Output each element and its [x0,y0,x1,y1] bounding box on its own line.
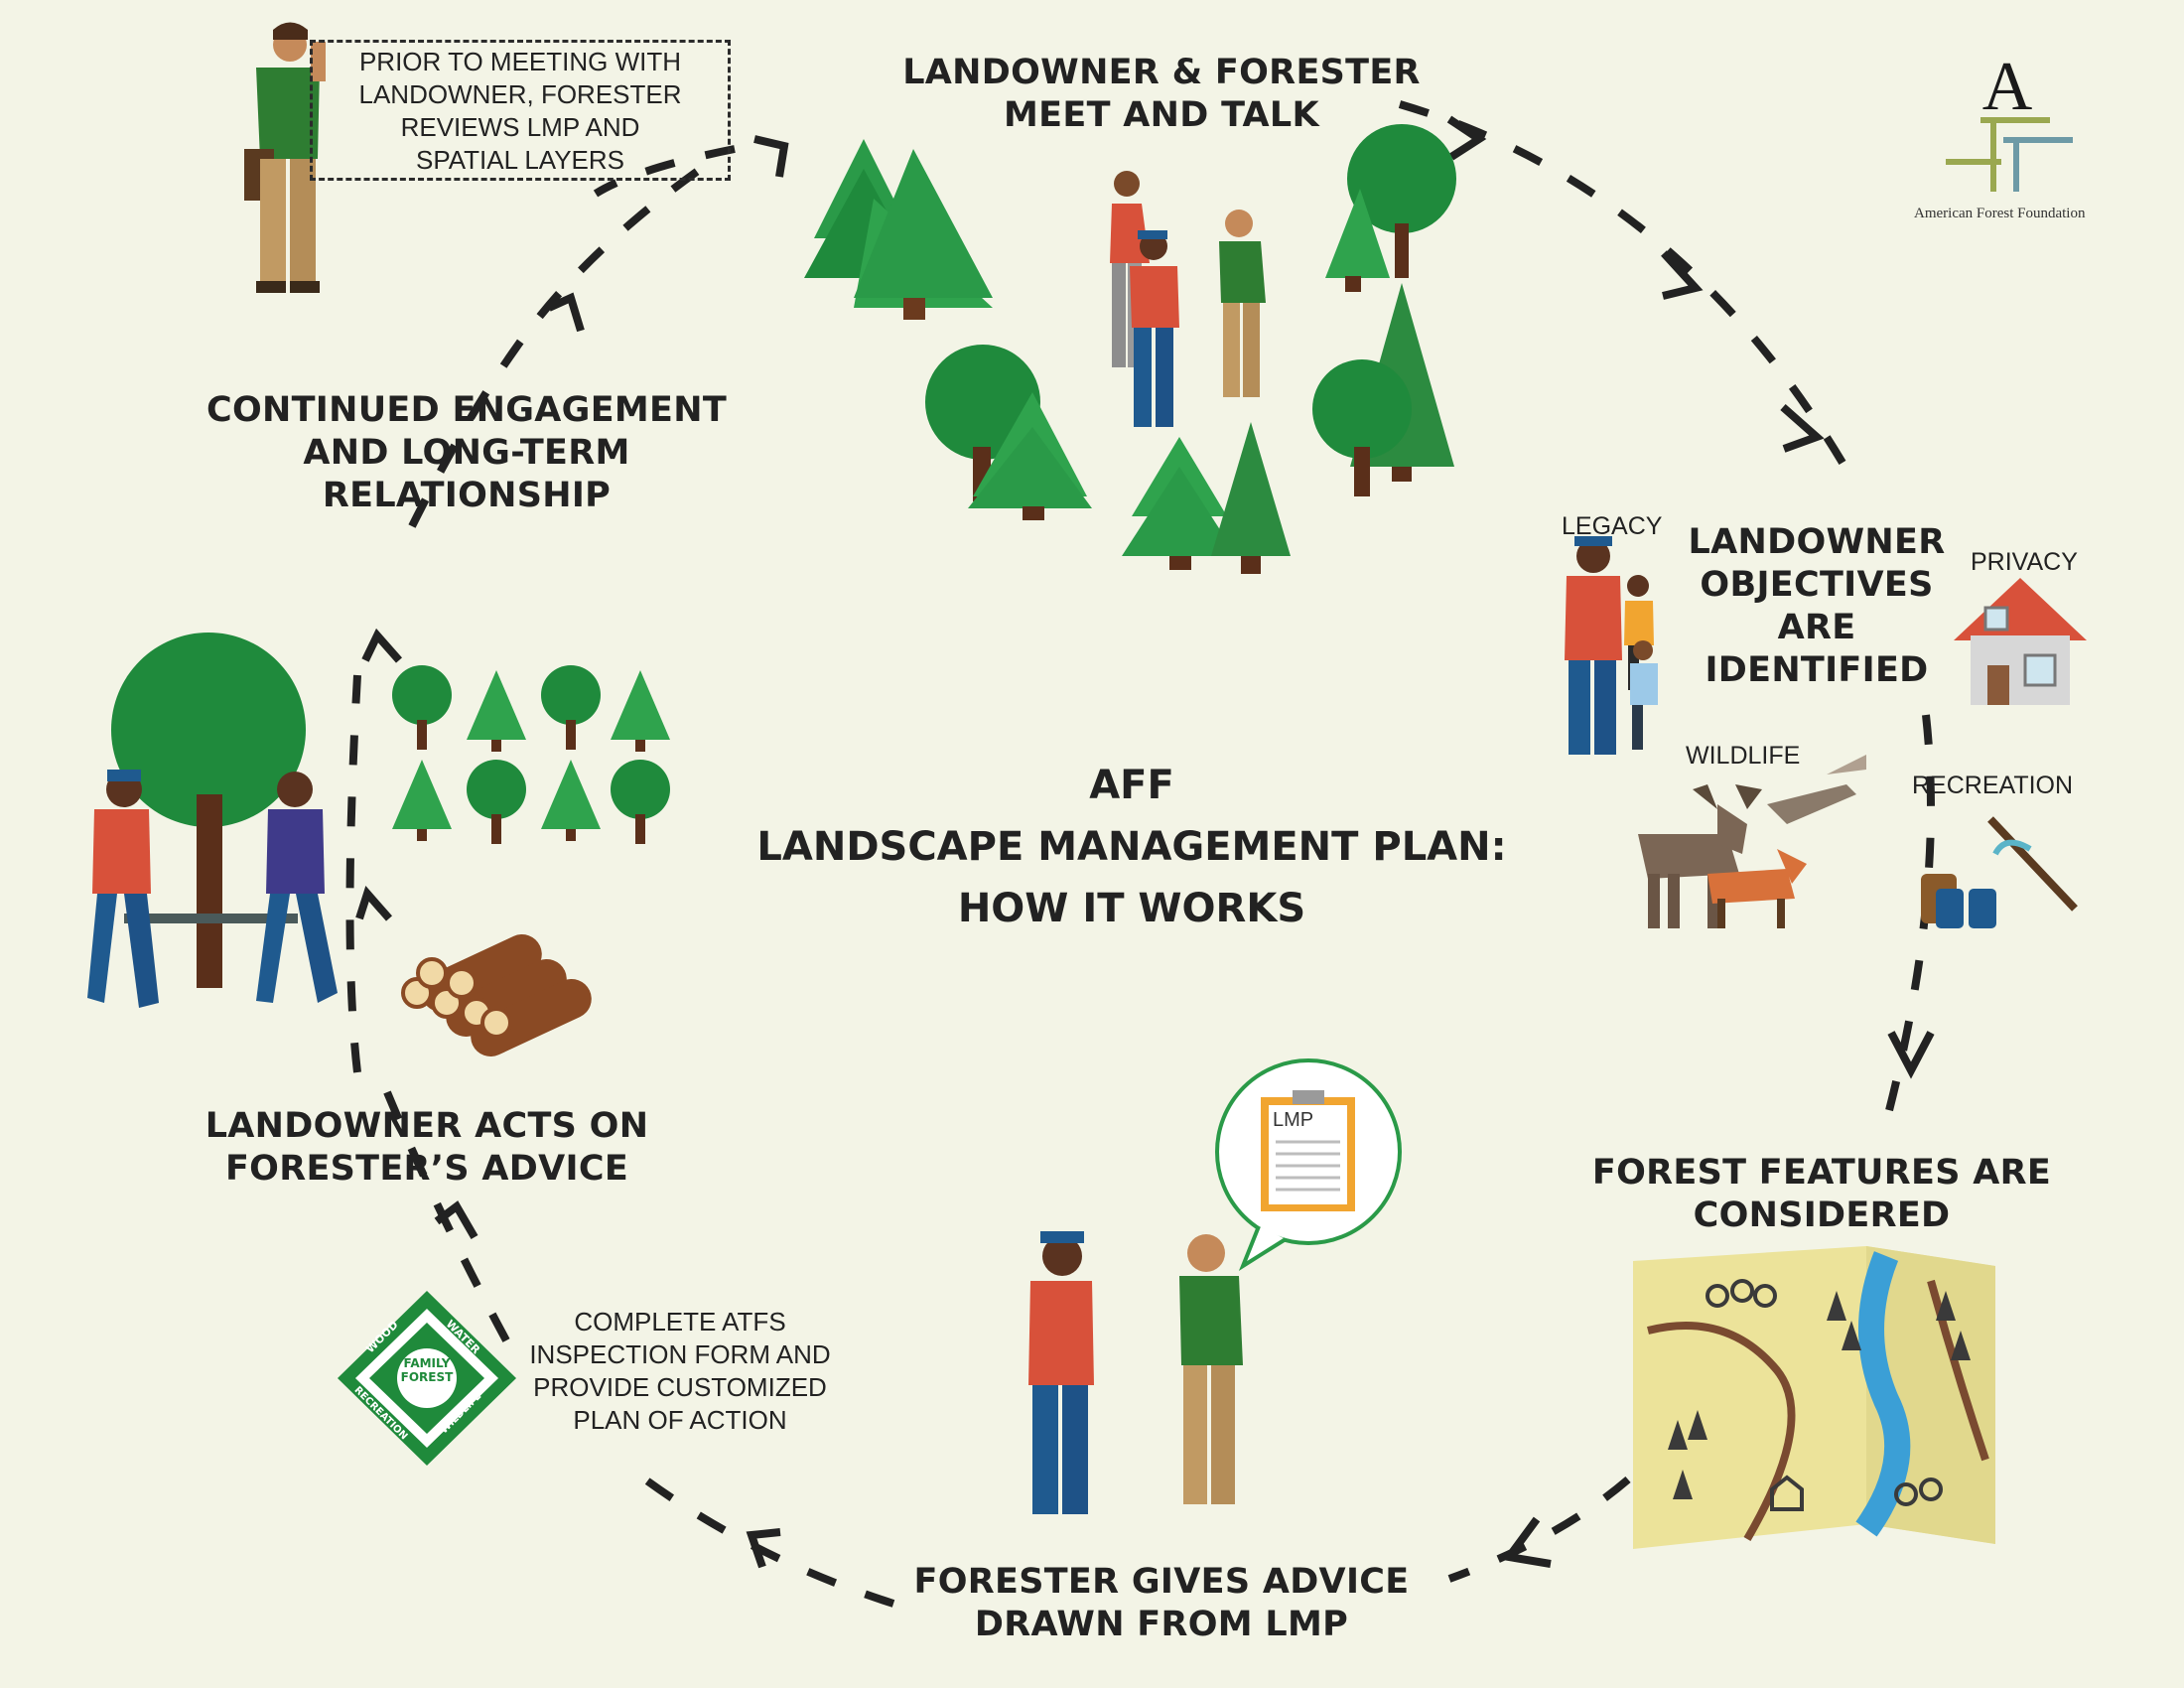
house-icon [1954,578,2087,705]
aff-logo-icon: A [1946,49,2073,192]
atfs-badge-icon [338,1291,516,1466]
forester-advice-illustration [1028,1231,1243,1514]
title-line-1: AFF [1089,763,1174,808]
step-landowner-acts: LANDOWNER ACTS ON FORESTER’S ADVICE [205,1106,649,1189]
svg-text:A: A [1982,49,2033,125]
arrowhead-1 [753,135,789,178]
arrowhead-10 [361,628,403,663]
forest-features-map-illustration [1633,1246,1995,1549]
round-tree [1312,359,1412,496]
log-pile-illustration [401,933,592,1057]
objective-tag-privacy: PRIVACY [1971,548,2078,576]
arrowhead-6 [1501,1516,1552,1568]
arrowhead-2 [1446,115,1487,161]
arrowhead-8 [434,1200,478,1240]
objective-tag-wildlife: WILDLIFE [1686,742,1801,770]
cycle-arrowheads [355,115,1935,1569]
arrowhead-5 [1887,1031,1935,1079]
tree-sawing-illustration [87,633,338,1008]
meeting-forest-illustration [804,124,1456,574]
conifer-tree [804,139,993,320]
wildlife-animals-illustration [1638,755,1866,928]
arrowhead-3 [1661,250,1704,300]
title-line-2: LANDSCAPE MANAGEMENT PLAN: [756,824,1507,870]
arrowhead-7 [746,1528,781,1569]
arrowhead-9 [355,886,393,921]
step-continued-engagement: CONTINUED ENGAGEMENT AND LONG-TERM RELAT… [205,390,728,515]
clipboard-label: LMP [1273,1109,1314,1131]
badge-family-text: FAMILY [403,1356,451,1370]
round-tree [1325,124,1456,292]
conifer-tree [1122,422,1291,574]
seedling-trees-grid [392,665,670,844]
step-meet-and-talk: LANDOWNER & FORESTER MEET AND TALK [902,53,1421,135]
title-line-3: HOW IT WORKS [957,886,1306,931]
landowner-forester-meeting-people [1110,171,1266,427]
atfs-note-text: COMPLETE ATFS INSPECTION FORM AND PROVID… [529,1307,831,1435]
recreation-gear-illustration [1921,816,2078,928]
clipboard-icon [1261,1090,1355,1211]
arrowhead-4 [1780,404,1825,453]
round-tree [925,345,1092,520]
prep-note-box [310,40,731,181]
objective-tag-legacy: LEGACY [1562,512,1663,540]
step-forest-features: FOREST FEATURES ARE CONSIDERED [1591,1153,2052,1235]
logo-org-name: American Forest Foundation [1914,206,2086,221]
legacy-family-illustration [1565,536,1658,755]
prep-note-text: PRIOR TO MEETING WITH LANDOWNER, FORESTE… [358,47,682,175]
step-forester-advice: FORESTER GIVES ADVICE DRAWN FROM LMP [913,1562,1410,1644]
diagram-title: AFF LANDSCAPE MANAGEMENT PLAN: HOW IT WO… [715,755,1549,939]
arrowhead-11 [547,292,585,333]
objective-tag-recreation: RECREATION [1912,772,2074,799]
forester-on-phone-illustration [244,22,326,293]
badge-forest-text: FOREST [400,1370,454,1384]
step-objectives-identified-label: LANDOWNER OBJECTIVES ARE IDENTIFIED [1688,522,1946,690]
